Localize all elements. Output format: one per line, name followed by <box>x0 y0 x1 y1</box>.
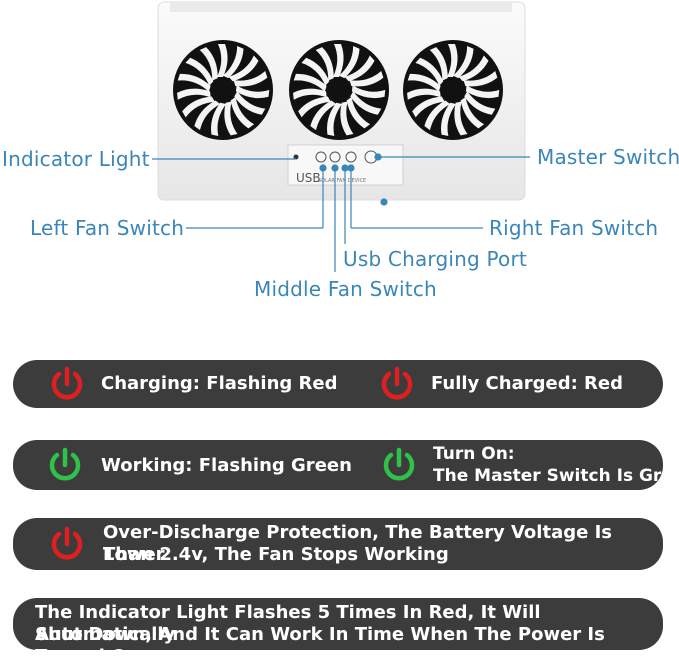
device-diagram: USB SOLAR FAN DEVICE Indicator Light Mas… <box>0 0 679 310</box>
left-fan <box>173 40 273 140</box>
power-icon <box>45 445 85 485</box>
right-fan <box>403 40 503 140</box>
power-icon <box>47 524 87 564</box>
callout-master-switch: Master Switch <box>537 145 679 169</box>
right-fan-button <box>345 151 357 163</box>
working-label: Working: Flashing Green <box>101 455 352 476</box>
over-discharge-line1: Over-Discharge Protection, The Battery V… <box>103 522 612 565</box>
legend-row-charging: Charging: Flashing Red Fully Charged: Re… <box>13 360 663 408</box>
fully-charged-label: Fully Charged: Red <box>431 373 623 394</box>
power-icon <box>379 445 419 485</box>
callout-middle-fan-switch: Middle Fan Switch <box>254 277 437 301</box>
legend-row-shutdown: The Indicator Light Flashes 5 Times In R… <box>13 598 663 667</box>
callout-usb-charging-port: Usb Charging Port <box>343 247 527 271</box>
power-icon <box>377 364 417 404</box>
indicator-light-dot <box>293 154 299 160</box>
left-fan-button <box>315 151 327 163</box>
middle-fan <box>289 40 389 140</box>
legend-row-over-discharge: Over-Discharge Protection, The Battery V… <box>13 518 663 570</box>
device-illustration: USB SOLAR FAN DEVICE <box>152 1 530 272</box>
charging-label: Charging: Flashing Red <box>101 373 338 394</box>
middle-fan-button <box>329 151 341 163</box>
turn-on-detail: The Master Switch Is Green <box>433 466 679 486</box>
legend-row-working: Working: Flashing Green Turn On: The Mas… <box>13 440 679 490</box>
over-discharge-line2: Than 2.4v, The Fan Stops Working <box>103 544 449 565</box>
usb-label: USB <box>296 171 321 185</box>
callout-indicator-light: Indicator Light <box>2 147 150 171</box>
panel-caption: SOLAR FAN DEVICE <box>318 178 366 184</box>
power-icon <box>47 364 87 404</box>
callout-left-fan-switch: Left Fan Switch <box>30 216 185 240</box>
shutdown-line2: Shut Down, And It Can Work In Time When … <box>35 624 605 667</box>
callout-right-fan-switch: Right Fan Switch <box>489 216 659 240</box>
shutdown-line1: The Indicator Light Flashes 5 Times In R… <box>35 602 541 645</box>
turn-on-title: Turn On: <box>433 444 515 464</box>
